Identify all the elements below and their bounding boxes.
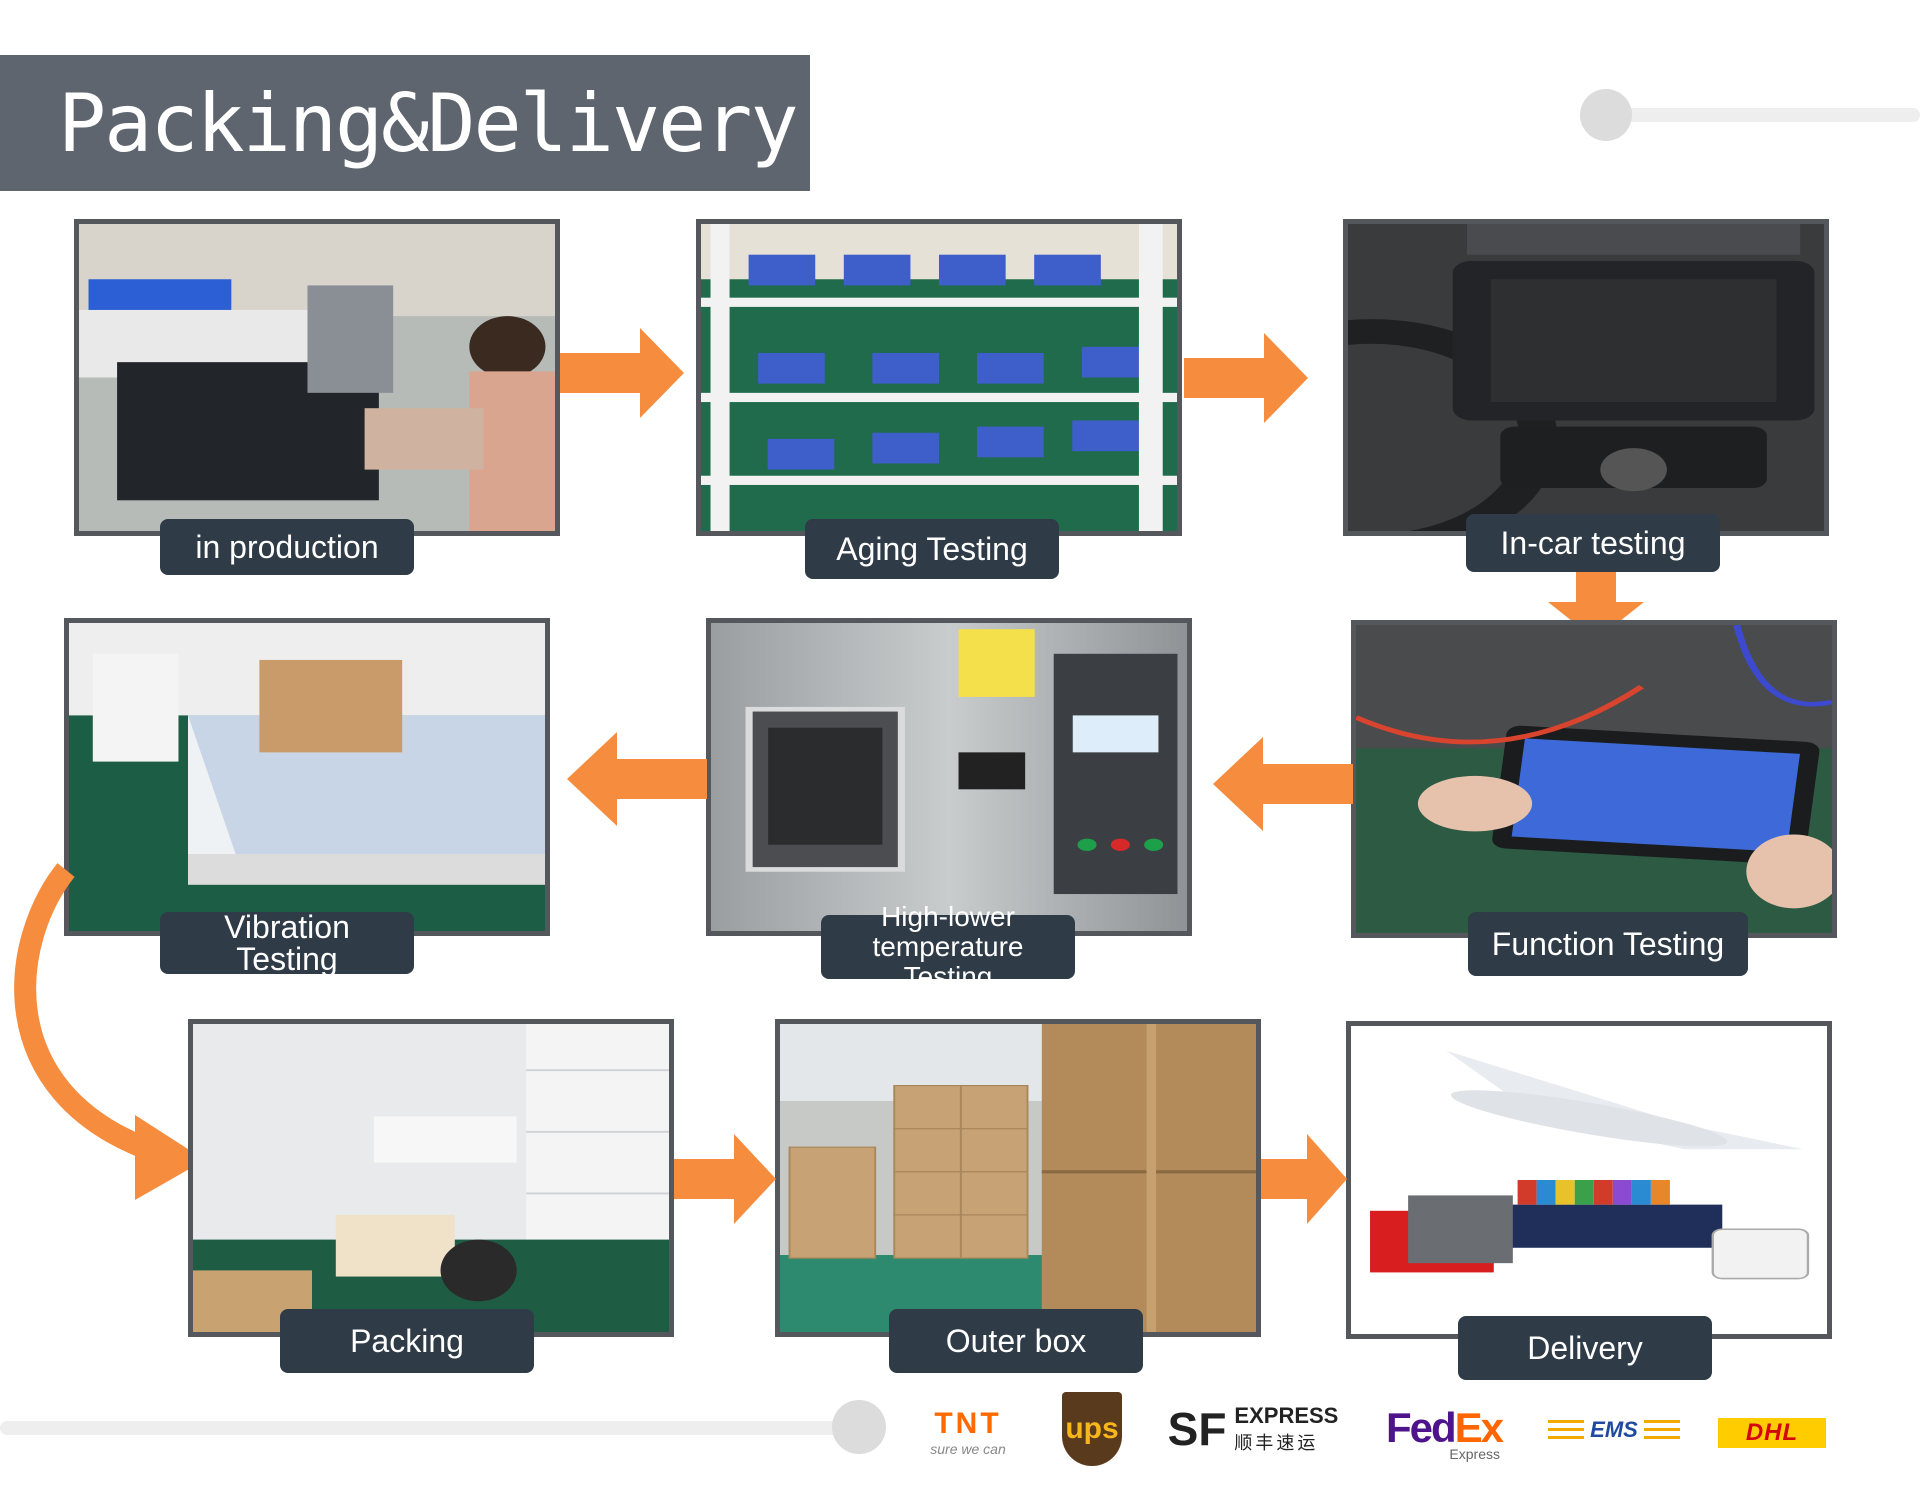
ems-wordmark: EMS [1584,1417,1644,1443]
step-label-packing: Packing [280,1309,534,1373]
arrow-right-icon [1184,333,1308,423]
fedex-sub: Express [1449,1446,1500,1462]
tnt-tagline: sure we can [930,1441,1006,1457]
arrow-left-icon [1213,737,1353,831]
step-label-in-car-testing: In-car testing [1466,514,1720,572]
photo-vibration-testing [64,618,550,936]
top-decor-line [1600,108,1920,122]
photo-in-car-testing [1343,219,1829,536]
step-label-in-production: in production [160,519,414,575]
arrow-down-icon [1548,572,1644,640]
tnt-logo: TNT sure we can [918,1396,1018,1468]
dhl-wordmark: DHL [1745,1419,1799,1446]
photo-outer-box [775,1019,1261,1337]
step-label-high-lower-temperature-testing: High-lower temperature Testing [821,902,1075,992]
dhl-logo: DHL [1718,1418,1826,1448]
step-label-line-1: High-lower [881,901,1015,932]
photo-packing [188,1019,674,1337]
tnt-wordmark: TNT [934,1407,1002,1440]
arrow-right-icon [674,1134,776,1224]
step-label-delivery: Delivery [1458,1316,1712,1380]
step-label-line-2: temperature Testing [872,931,1024,992]
sf-express-logo: SF EXPRESS 顺丰速运 [1168,1396,1339,1462]
arrow-right-icon [1261,1134,1347,1224]
step-label-vibration-testing: Vibration Testing [160,911,414,975]
photo-high-lower-temperature-testing [706,618,1192,936]
title-banner: Packing&Delivery [0,55,810,191]
arrow-left-icon [567,732,707,826]
fedex-ex: Ex [1454,1404,1504,1451]
ups-logo: ups [1062,1392,1122,1466]
arrow-right-icon [560,328,684,418]
photo-function-testing [1351,620,1837,938]
step-label-outer-box: Outer box [889,1309,1143,1373]
sf-wordmark: SF [1167,1403,1227,1455]
fedex-fed: Fed [1385,1404,1457,1451]
top-decor-dot [1580,89,1632,141]
photo-aging-testing [696,219,1182,536]
step-label-aging-testing: Aging Testing [805,519,1059,579]
bottom-decor-dot [832,1400,886,1454]
page-title: Packing&Delivery [58,76,799,170]
photo-delivery [1346,1021,1832,1339]
ems-logo: EMS [1548,1412,1680,1448]
photo-in-production [74,219,560,536]
bottom-decor-line [0,1421,860,1435]
sf-express-text: EXPRESS [1234,1403,1339,1428]
sf-chinese-text: 顺丰速运 [1234,1433,1319,1453]
fedex-logo: FedEx Express [1378,1398,1510,1468]
curved-arrow-icon [14,863,205,1200]
ups-wordmark: ups [1065,1412,1119,1445]
step-label-function-testing: Function Testing [1468,912,1748,976]
